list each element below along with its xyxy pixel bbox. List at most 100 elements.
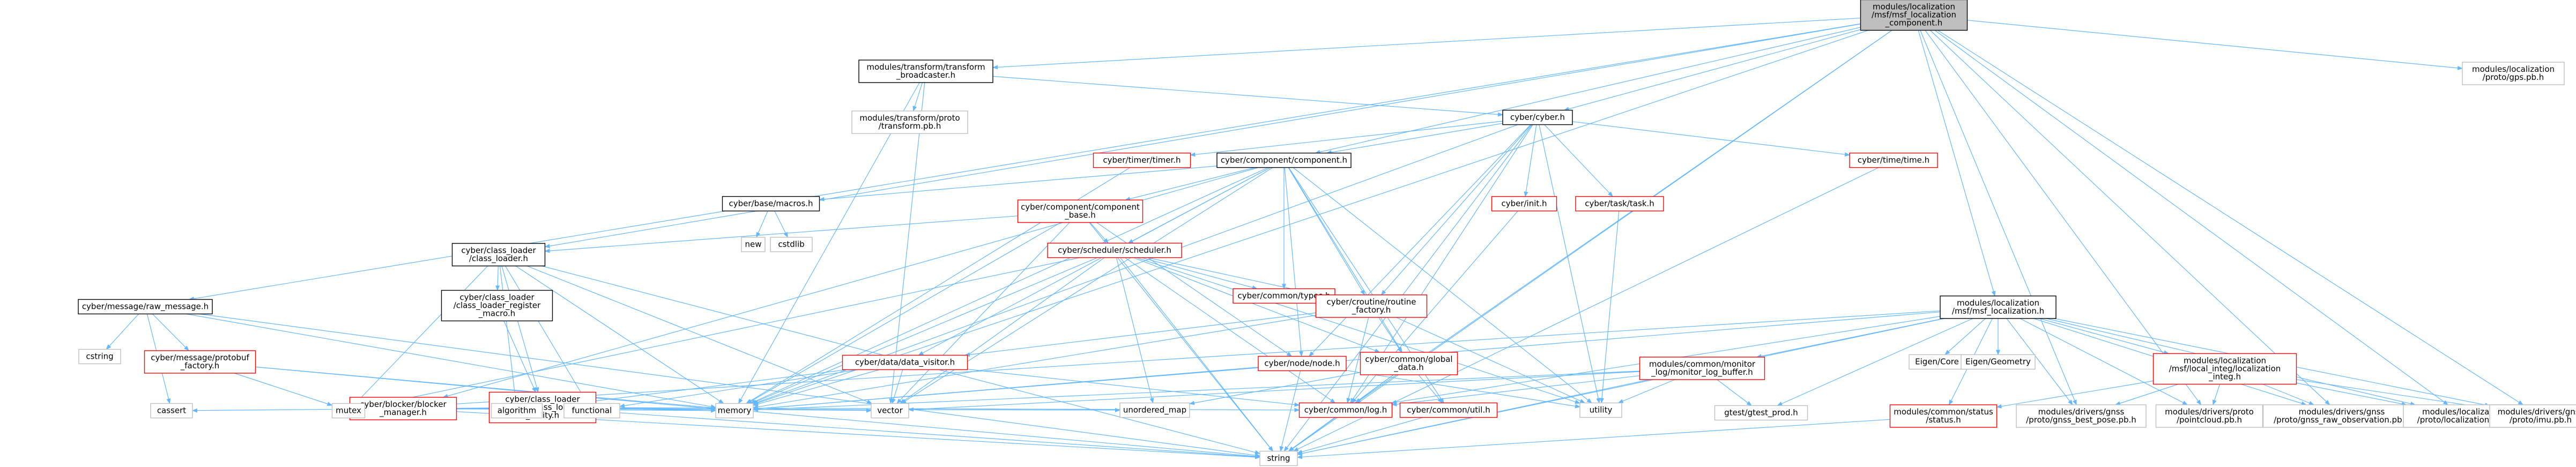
graph-node-blocker[interactable]: cyber/blocker/blocker_manager.h <box>349 397 457 420</box>
edge-cyber-to-string <box>1283 124 1533 452</box>
edge-rawmsg-to-protofac <box>152 314 189 351</box>
graph-node-cstdlib: cstdlib <box>770 236 813 253</box>
graph-node-monlog[interactable]: modules/common/monitor_log/monitor_log_b… <box>1639 357 1765 380</box>
graph-node-types[interactable]: cyber/common/types.h <box>1233 288 1335 304</box>
node-label-line: cyber/time/time.h <box>1858 155 1929 165</box>
edge-comp-to-nodeh <box>1284 167 1303 357</box>
node-box <box>491 403 543 419</box>
node-box <box>871 403 909 419</box>
graph-node-timer[interactable]: cyber/timer/timer.h <box>1093 152 1191 168</box>
node-label-line: cyber/component/component.h <box>1221 155 1347 165</box>
graph-node-scheduler[interactable]: cyber/scheduler/scheduler.h <box>1047 242 1182 258</box>
node-box <box>1258 355 1347 372</box>
node-box <box>715 403 754 419</box>
graph-node-compbase[interactable]: cyber/component/component_base.h <box>1017 199 1144 223</box>
node-box <box>1909 354 1965 370</box>
node-box <box>1889 404 1998 428</box>
graph-node-rawmsg[interactable]: cyber/message/raw_message.h <box>78 299 213 315</box>
node-box <box>770 236 813 253</box>
edge-macros-to-new <box>756 211 768 238</box>
graph-node-log[interactable]: cyber/common/log.h <box>1298 402 1393 418</box>
node-label-line: cyber/class_loader <box>459 293 534 303</box>
graph-node-classloader[interactable]: cyber/class_loader/class_loader.h <box>451 243 546 266</box>
node-layer: modules/localization/msf/msf_localizatio… <box>78 0 2576 466</box>
graph-node-cyber[interactable]: cyber/cyber.h <box>1502 109 1573 125</box>
edge-scheduler-to-utility <box>1136 257 1580 404</box>
edge-root-to-imu <box>1937 29 2524 405</box>
edge-comp-to-compbase <box>1125 167 1256 201</box>
node-box <box>1502 109 1573 125</box>
node-box <box>1216 152 1352 168</box>
node-label-line: cyber/common/global <box>1365 354 1452 364</box>
graph-node-gps: modules/localization/proto/gps.pb.h <box>2462 62 2565 85</box>
edge-msfloc-to-memory <box>753 312 1941 411</box>
node-box <box>150 403 193 419</box>
node-label-line: modules/common/monitor <box>1649 359 1756 369</box>
node-label-line: _broadcaster.h <box>896 70 955 80</box>
edge-classloader-to-vector <box>526 265 873 404</box>
node-box <box>1259 450 1298 466</box>
graph-node-comp[interactable]: cyber/component/component.h <box>1216 152 1352 168</box>
graph-node-unordered: unordered_map <box>1119 402 1190 418</box>
graph-node-protofac[interactable]: cyber/message/protobuf_factory.h <box>144 350 256 374</box>
graph-node-msfloc[interactable]: modules/localization/msf/msf_localizatio… <box>1940 295 2057 319</box>
edge-root-to-msfloc <box>1918 30 1996 296</box>
edge-rawmsg-to-string <box>199 313 1260 458</box>
graph-node-init[interactable]: cyber/init.h <box>1491 196 1557 212</box>
edge-cyber-to-routine <box>1380 124 1532 295</box>
edge-scheduler-to-unordered <box>1116 257 1154 404</box>
edge-msfloc-to-eigencore <box>1944 318 1986 355</box>
edge-compbase-to-string <box>1089 222 1273 452</box>
edge-tbb-to-vector <box>889 82 925 404</box>
edge-root-to-tbb <box>992 18 1861 70</box>
graph-node-status[interactable]: modules/common/status/status.h <box>1889 404 1998 428</box>
edge-datavisitor-to-functional <box>619 369 858 408</box>
node-label-line: /msf/local_integ/localization <box>2169 364 2281 374</box>
graph-node-util[interactable]: cyber/common/util.h <box>1399 402 1498 418</box>
edge-root-to-gnssraw <box>1929 30 2330 405</box>
graph-node-eigencore: Eigen/Core <box>1909 354 1965 370</box>
graph-node-macros[interactable]: cyber/base/macros.h <box>722 196 820 212</box>
node-label-line: _factory.h <box>1352 305 1391 315</box>
graph-node-global[interactable]: cyber/common/global_data.h <box>1360 352 1458 375</box>
edge-comp-to-routine <box>1288 167 1365 295</box>
edge-cyber-to-utility <box>1539 124 1601 404</box>
node-box <box>1315 294 1428 318</box>
graph-node-task[interactable]: cyber/task/task.h <box>1575 196 1664 212</box>
edge-msfloc-to-gtest <box>1777 318 1973 406</box>
edge-tbb-to-cyber <box>992 76 1503 117</box>
edge-cyber-to-comp <box>1326 123 1503 154</box>
graph-node-localinteg[interactable]: modules/localization/msf/local_integ/loc… <box>2152 353 2297 385</box>
node-box <box>842 354 968 370</box>
graph-node-routine[interactable]: cyber/croutine/routine_factory.h <box>1315 294 1428 318</box>
node-box <box>2155 404 2263 428</box>
edge-task-to-utility <box>1600 211 1620 404</box>
edge-cyber-to-time <box>1572 121 1850 157</box>
edge-cyber-to-timer <box>1190 121 1503 157</box>
node-label-line: /msf/msf_localization.h <box>1952 306 2044 316</box>
edge-scheduler-to-mutex <box>364 257 1080 409</box>
edge-nodeh-to-string <box>1279 370 1301 452</box>
edge-log-to-string <box>1288 417 1336 452</box>
node-label-line: /proto/gps.pb.h <box>2483 72 2544 82</box>
graph-node-nodeh[interactable]: cyber/node/node.h <box>1258 355 1347 372</box>
node-label-line: modules/transform/proto <box>859 113 960 123</box>
edge-classloader-to-clutil <box>501 265 539 393</box>
edge-routine-to-memory <box>753 315 1316 409</box>
graph-node-algorithm: algorithm <box>491 403 543 419</box>
graph-node-tbb[interactable]: modules/transform/transform_broadcaster.… <box>858 60 993 83</box>
graph-node-clreg[interactable]: cyber/class_loader/class_loader_register… <box>441 290 553 322</box>
edge-comp-to-macros <box>819 166 1218 202</box>
graph-node-datavisitor[interactable]: cyber/data/data_visitor.h <box>842 354 968 370</box>
node-label-line: modules/localization <box>2422 407 2505 417</box>
graph-node-time[interactable]: cyber/time/time.h <box>1849 152 1938 168</box>
node-box <box>441 290 553 322</box>
graph-node-gnssraw: modules/drivers/gnss/proto/gnss_raw_obse… <box>2262 404 2421 428</box>
edge-monlog-to-log <box>1391 375 1640 406</box>
edge-comp-to-global <box>1288 167 1402 353</box>
node-label-line: cstdlib <box>778 240 804 249</box>
graph-node-new: new <box>741 236 766 253</box>
graph-node-root: modules/localization/msf/msf_localizatio… <box>1860 0 1968 31</box>
node-label-line: cyber/data/data_visitor.h <box>855 358 955 368</box>
node-label-line: modules/drivers/gnss <box>2299 407 2385 417</box>
